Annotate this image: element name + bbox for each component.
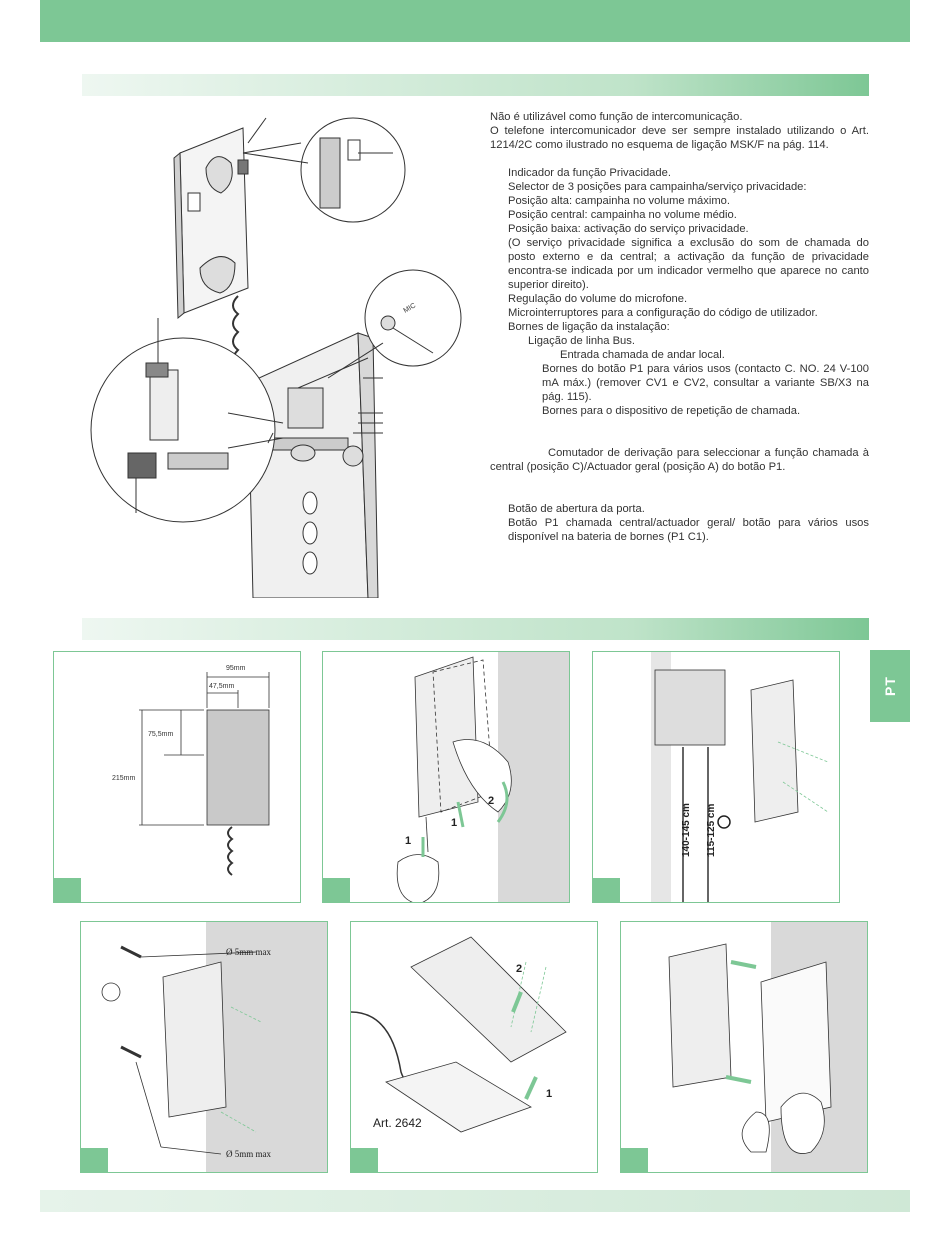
open-housing-drawing: 1 1 2 bbox=[396, 652, 569, 902]
item-privacy-note: (O serviço privacidade significa a exclu… bbox=[508, 237, 869, 291]
item-dip-switches: Microinterruptores para a configuração d… bbox=[508, 307, 818, 319]
footer-band bbox=[40, 1190, 910, 1212]
table-base-drawing: Art. 2642 1 2 bbox=[351, 936, 567, 1133]
panel-number-tab bbox=[593, 878, 620, 902]
panel-number-tab bbox=[54, 878, 81, 902]
sub-p1-terminals: Bornes do botão P1 para vários usos (con… bbox=[542, 363, 869, 403]
item-position-mid: Posição central: campainha no volume méd… bbox=[508, 209, 737, 221]
dim-height: 215mm bbox=[112, 775, 136, 782]
height-115-125: 115-125 cm bbox=[706, 804, 717, 857]
sub-bus: Ligação de linha Bus. bbox=[528, 335, 635, 347]
fixing-label-top: Ø 5mm max bbox=[226, 947, 271, 957]
panel-wall-fixing: Ø 5mm max Ø 5mm max bbox=[80, 921, 328, 1173]
item-terminals: Bornes de ligação da instalação: bbox=[508, 321, 670, 333]
item-position-high: Posição alta: campainha no volume máximo… bbox=[508, 195, 730, 207]
dim-width: 95mm bbox=[226, 665, 246, 672]
panel-number-tab bbox=[323, 878, 350, 902]
table-step-1: 1 bbox=[546, 1088, 552, 1100]
panel-number-tab bbox=[81, 1148, 108, 1172]
header-band bbox=[40, 0, 910, 42]
height-140-145: 140-145 cm bbox=[681, 803, 692, 857]
section-bar-installation bbox=[82, 618, 869, 640]
attach-handset-drawing bbox=[668, 922, 867, 1172]
p1-button-text: Botão P1 chamada central/actuador geral/… bbox=[508, 517, 869, 543]
description-text: Não é utilizável como função de intercom… bbox=[490, 110, 869, 544]
section-bar-description bbox=[82, 74, 869, 96]
dim-half-width: 47,5mm bbox=[209, 683, 234, 690]
language-tab-label: PT bbox=[881, 676, 898, 696]
item-mic-volume: Regulação do volume do microfone. bbox=[508, 293, 688, 305]
item-selector: Selector de 3 posições para campainha/se… bbox=[508, 181, 807, 193]
table-step-2: 2 bbox=[516, 963, 522, 975]
panel-dimensions: 95mm 47,5mm 75,5mm 215mm bbox=[53, 651, 301, 903]
panel-table-base: Art. 2642 1 2 bbox=[350, 921, 598, 1173]
item-privacy-indicator: Indicador da função Privacidade. bbox=[508, 167, 671, 179]
step-1-b: 1 bbox=[451, 817, 457, 829]
step-2: 2 bbox=[488, 795, 494, 807]
sub-repeat: Bornes para o dispositivo de repetição d… bbox=[542, 405, 801, 417]
handset-exploded-figure: MIC bbox=[90, 117, 462, 598]
dimensions-drawing: 95mm 47,5mm 75,5mm 215mm bbox=[112, 665, 270, 876]
switch-text: Comutador de derivação para seleccionar … bbox=[490, 447, 869, 473]
art-label: Art. 2642 bbox=[373, 1116, 422, 1130]
panel-number-tab bbox=[621, 1148, 648, 1172]
panel-mounting-heights: 140-145 cm 115-125 cm bbox=[592, 651, 840, 903]
wall-fixing-drawing: Ø 5mm max Ø 5mm max bbox=[101, 922, 327, 1172]
step-1-a: 1 bbox=[405, 835, 411, 847]
dim-top: 75,5mm bbox=[148, 731, 173, 738]
panel-attach-handset bbox=[620, 921, 868, 1173]
wheelchair-icon bbox=[717, 815, 731, 829]
item-position-low: Posição baixa: activação do serviço priv… bbox=[508, 223, 749, 235]
language-tab[interactable]: PT bbox=[870, 650, 910, 722]
panel-number-tab bbox=[351, 1148, 378, 1172]
door-button-text: Botão de abertura da porta. bbox=[508, 503, 645, 515]
sub-floor-call: Entrada chamada de andar local. bbox=[560, 349, 725, 361]
fixing-label-bottom: Ø 5mm max bbox=[226, 1149, 271, 1159]
intro-line-1: Não é utilizável como função de intercom… bbox=[490, 111, 743, 123]
panel-open-housing: 1 1 2 bbox=[322, 651, 570, 903]
mounting-heights-drawing: 140-145 cm 115-125 cm bbox=[651, 652, 829, 902]
intro-line-2: O telefone intercomunicador deve ser sem… bbox=[490, 125, 869, 151]
